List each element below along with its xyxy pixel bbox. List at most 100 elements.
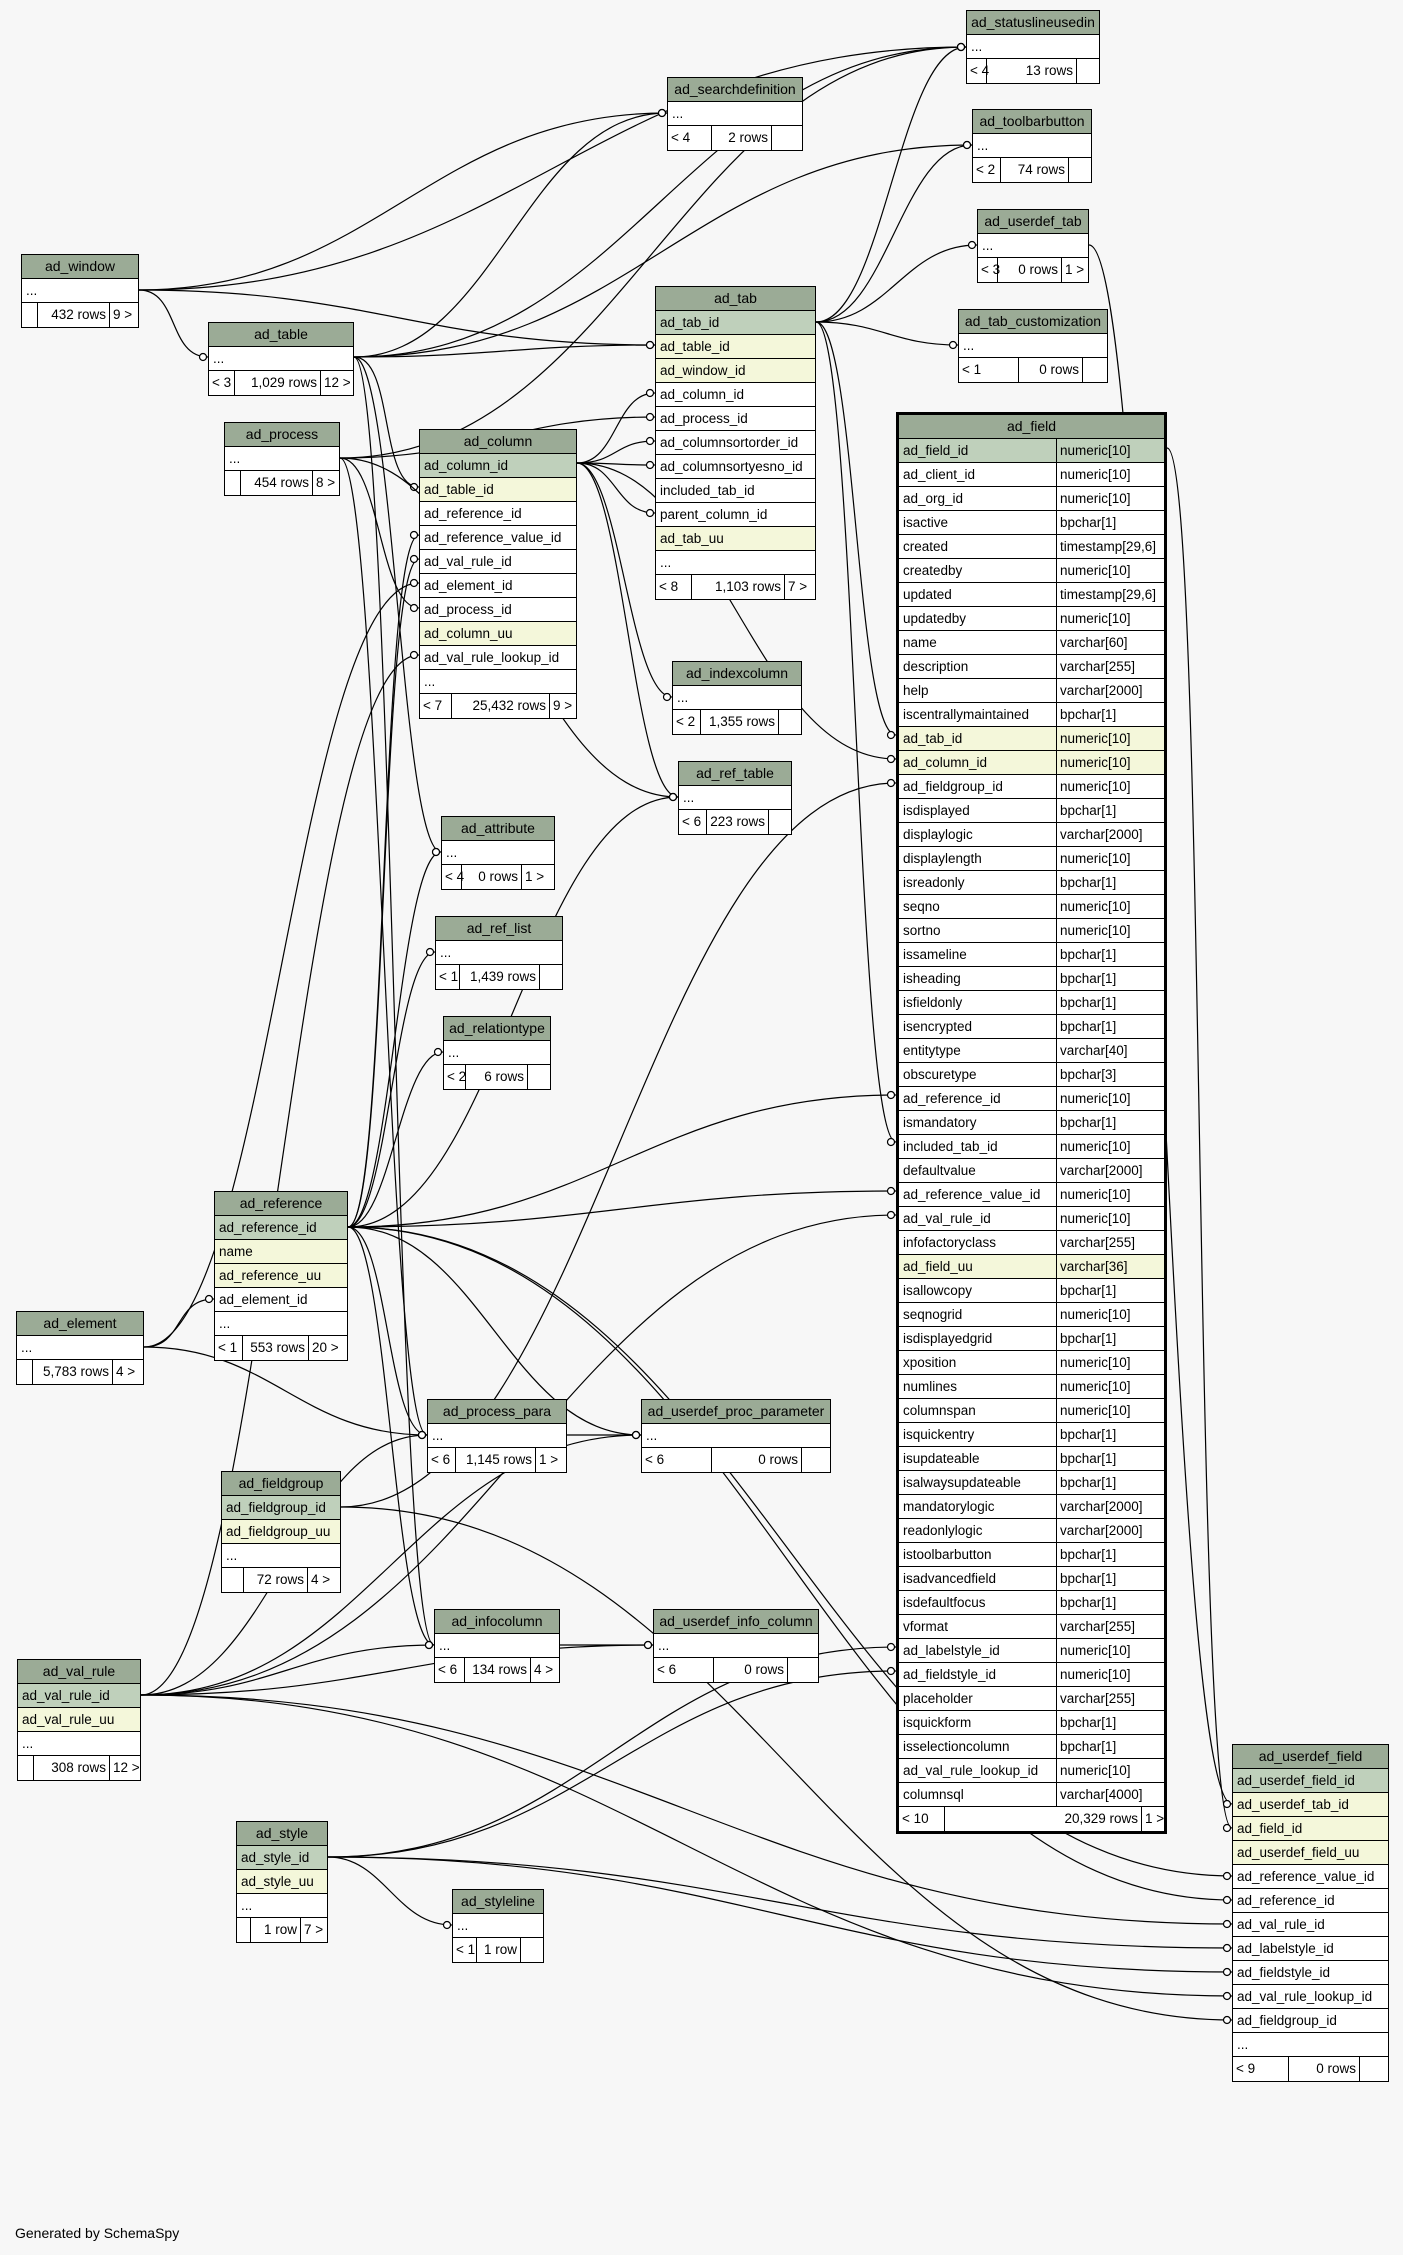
column-name: isquickentry [903, 1427, 975, 1442]
column-type: bpchar[1] [1056, 1327, 1116, 1350]
column-name: ad_element_id [219, 1292, 308, 1307]
parents-count: < 1 [436, 965, 460, 989]
column-name: ismandatory [903, 1115, 977, 1130]
column-type: varchar[2000] [1056, 823, 1143, 846]
crowfoot-marker [409, 603, 419, 613]
parents-count [17, 1360, 33, 1384]
column-type: varchar[255] [1056, 1687, 1135, 1710]
children-count: 7 > [788, 579, 808, 594]
column-name: ad_org_id [903, 491, 964, 506]
row-count: 0 rows [712, 1448, 802, 1472]
more-columns-row: ... [656, 551, 815, 575]
column-name: ... [963, 338, 975, 353]
row-count: 308 rows [34, 1756, 110, 1780]
column-name: ad_fieldstyle_id [903, 1667, 997, 1682]
column-name: ad_userdef_tab_id [1237, 1797, 1349, 1812]
crowfoot-marker [645, 508, 655, 518]
column-row: ad_process_id [656, 407, 815, 431]
column-name: ad_window_id [660, 363, 746, 378]
column-name: ad_reference_uu [219, 1268, 322, 1283]
row-count: 0 rows [1019, 358, 1083, 382]
relationship-line [1166, 447, 1233, 1829]
column-name: ad_userdef_field_id [1237, 1773, 1355, 1788]
table-name: ad_userdef_tab [978, 210, 1088, 234]
column-row: ad_tab_id [656, 311, 815, 335]
relationship-line [327, 1856, 1233, 1973]
more-columns-row: ... [442, 841, 554, 865]
relationship-line [815, 321, 959, 346]
row-count: 1,145 rows [456, 1448, 536, 1472]
column-row: ad_val_rule_id [18, 1684, 140, 1708]
column-name: ad_val_rule_id [1237, 1917, 1325, 1932]
children-count: 20 > [312, 1340, 339, 1355]
children-count: 9 > [553, 698, 573, 713]
column-name: columnspan [903, 1403, 976, 1418]
children-count: 8 > [316, 475, 336, 490]
column-name: ... [672, 106, 684, 121]
crowfoot-marker [668, 792, 678, 802]
column-type: numeric[10] [1056, 1135, 1131, 1158]
column-type: timestamp[29,6] [1056, 583, 1156, 606]
children-count: 1 > [1065, 262, 1085, 277]
children-count [1360, 2057, 1388, 2081]
more-columns-row: ... [673, 686, 801, 710]
column-name: description [903, 659, 969, 674]
column-name: seqnogrid [903, 1307, 963, 1322]
row-count: 0 rows [1289, 2057, 1360, 2081]
relationship-line [138, 46, 967, 291]
crowfoot-marker [886, 1210, 896, 1220]
parents-count: < 8 [656, 575, 692, 599]
column-name: displaylength [903, 851, 982, 866]
column-name: ... [440, 945, 452, 960]
relationship-line [353, 356, 442, 853]
row-count: 0 rows [714, 1658, 788, 1682]
crowfoot-marker [645, 460, 655, 470]
column-row: ad_tab_uu [656, 527, 815, 551]
table-name: ad_process_para [428, 1400, 566, 1424]
crowfoot-marker [409, 554, 419, 564]
column-name: ... [213, 351, 225, 366]
column-name: ... [219, 1316, 231, 1331]
column-name: ... [971, 39, 983, 54]
column-row: ad_element_id [420, 574, 576, 598]
